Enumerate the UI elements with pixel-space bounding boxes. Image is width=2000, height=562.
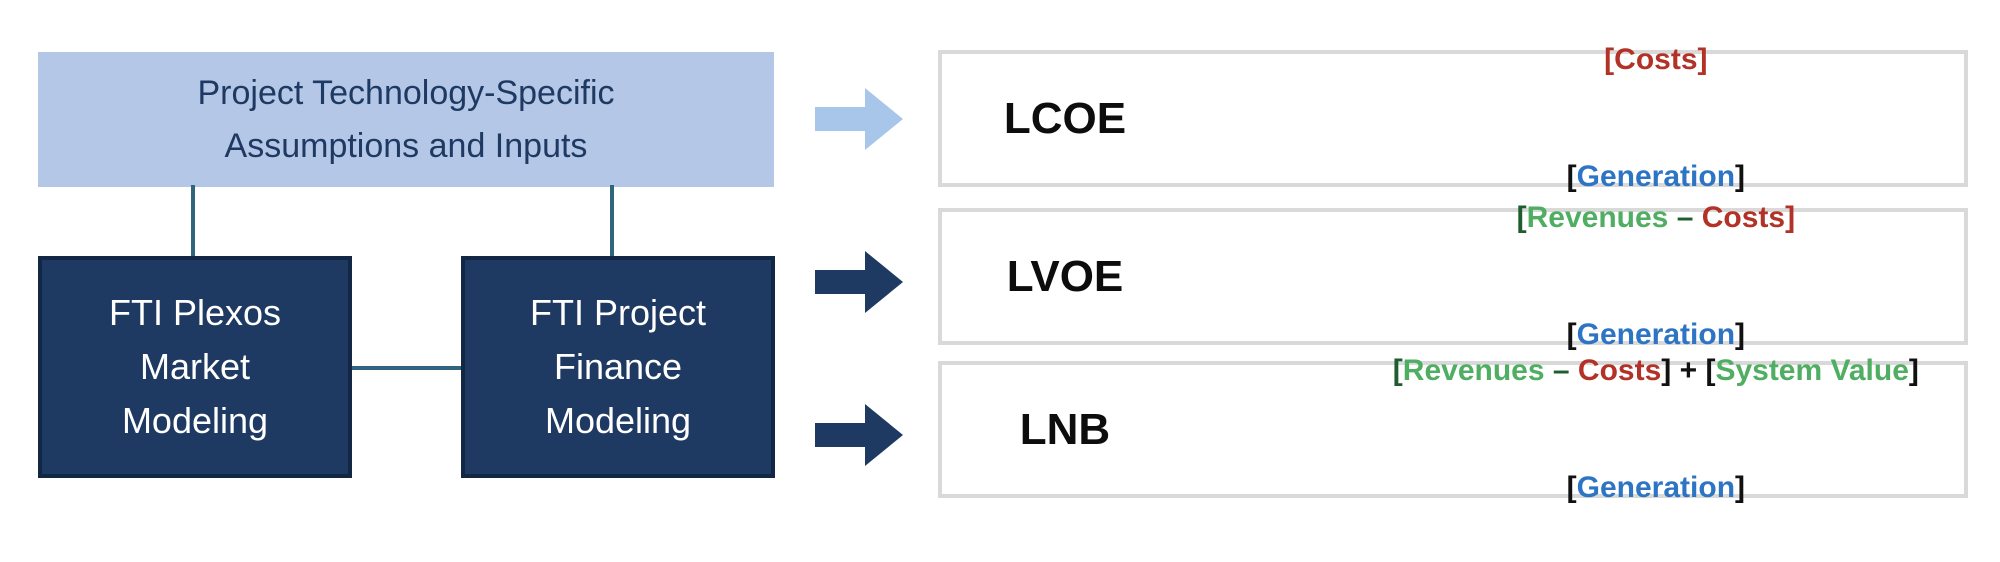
formula-segment: [Costs] <box>1604 42 1708 76</box>
formula-segment: System Value <box>1715 353 1909 387</box>
formula-segment: Generation <box>1576 160 1736 193</box>
formula-segment: Generation <box>1576 471 1736 504</box>
formula-segment: Costs <box>1577 353 1662 387</box>
formula-segment: Revenues <box>1402 353 1545 387</box>
formula-segment: Revenues <box>1526 200 1669 234</box>
arrow-right-icon-lcoe <box>815 88 903 150</box>
connector-assumptions-to-finance <box>610 185 614 257</box>
formula-segment: Generation <box>1576 318 1736 351</box>
formula-segment: ] <box>1908 353 1919 387</box>
lcoe-formula: [Costs] [Generation] <box>1314 43 1931 194</box>
arrow-right-icon-lnb <box>815 404 903 466</box>
plexos-market-modeling-box: FTI Plexos Market Modeling <box>38 256 352 478</box>
lnb-row: LNB [Revenues – Costs] + [System Value] … <box>938 354 1968 505</box>
assumptions-box: Project Technology-Specific Assumptions … <box>38 52 774 187</box>
lnb-denominator: [Generation] <box>1500 437 1745 541</box>
lvoe-label: LVOE <box>1006 251 1124 301</box>
formula-segment: ] + [ <box>1661 353 1716 387</box>
formula-segment: [ <box>1392 353 1403 387</box>
formula-segment: ] <box>1735 318 1746 351</box>
formula-segment: ] <box>1735 471 1746 504</box>
plexos-box-label: FTI Plexos Market Modeling <box>108 292 282 441</box>
lnb-label: LNB <box>1019 404 1111 454</box>
lcoe-denominator: [Generation] <box>1500 126 1745 230</box>
formula-segment: [ <box>1566 160 1577 193</box>
arrow-right-icon-lvoe <box>815 251 903 313</box>
assumptions-box-label: Project Technology-Specific Assumptions … <box>197 73 615 165</box>
formula-segment: Costs <box>1701 200 1786 234</box>
lvoe-denominator: [Generation] <box>1500 284 1745 388</box>
lnb-formula: [Revenues – Costs] + [System Value] [Gen… <box>1314 354 1931 505</box>
connector-plexos-to-finance <box>350 366 463 370</box>
lvoe-row: LVOE [Revenues – Costs] [Generation] <box>938 201 1968 352</box>
formula-segment: [ <box>1516 200 1527 234</box>
lcoe-row: LCOE [Costs] [Generation] <box>938 43 1968 194</box>
lnb-numerator: [Revenues – Costs] + [System Value] <box>1326 319 1919 423</box>
lcoe-numerator: [Costs] <box>1537 8 1707 112</box>
lvoe-formula: [Revenues – Costs] [Generation] <box>1314 201 1931 352</box>
formula-segment: ] <box>1785 200 1796 234</box>
lvoe-numerator: [Revenues – Costs] <box>1450 166 1795 270</box>
formula-segment: – <box>1668 200 1702 234</box>
formula-segment: – <box>1544 353 1578 387</box>
finance-box-label: FTI Project Finance Modeling <box>529 292 707 441</box>
connector-assumptions-to-plexos <box>191 185 195 257</box>
formula-segment: [ <box>1566 318 1577 351</box>
lcoe-label: LCOE <box>1003 93 1127 143</box>
formula-segment: ] <box>1735 160 1746 193</box>
project-finance-modeling-box: FTI Project Finance Modeling <box>461 256 775 478</box>
formula-segment: [ <box>1566 471 1577 504</box>
